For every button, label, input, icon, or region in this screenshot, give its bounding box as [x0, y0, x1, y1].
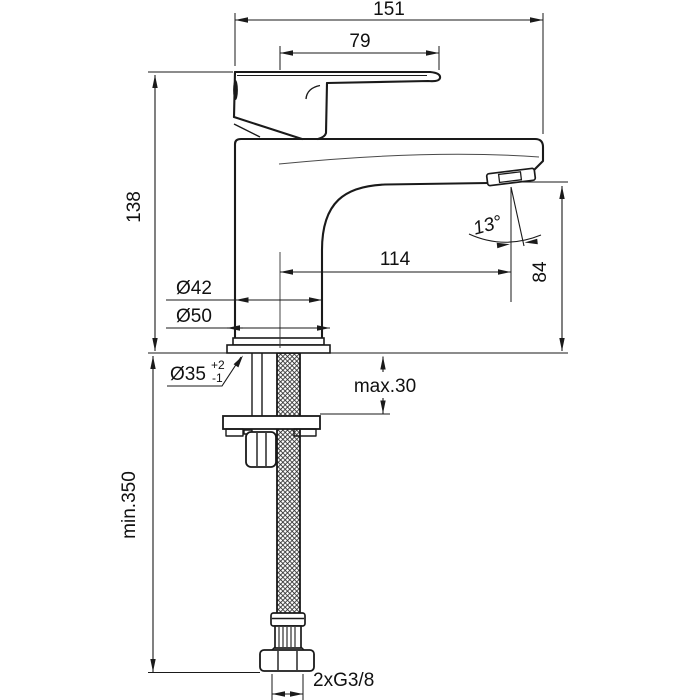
- dim-label-114: 114: [380, 249, 411, 270]
- leader-arrow: [233, 355, 243, 368]
- dim-label-d50: Ø50: [176, 306, 212, 327]
- dimension-outlet-angle: 13°: [468, 186, 542, 249]
- threaded-stud: [251, 353, 263, 416]
- dim-label-min350: min.350: [119, 471, 140, 539]
- dimension-spout-projection: 114: [279, 187, 512, 348]
- dim-label-13deg: 13°: [471, 212, 505, 240]
- dim-label-tolerance-plus: +2: [211, 358, 225, 372]
- dim-label-79: 79: [349, 31, 370, 52]
- hose-hex-nut: [259, 649, 315, 672]
- supply-hose: [276, 352, 301, 615]
- dim-label-max30: max.30: [354, 376, 416, 397]
- dim-label-151: 151: [373, 0, 405, 20]
- hose-end-fitting: [259, 612, 315, 672]
- dim-label-tolerance-minus: -1: [212, 371, 223, 385]
- dim-label-84: 84: [530, 261, 551, 283]
- dimension-total-width: 151: [234, 0, 544, 134]
- faucet-body: [233, 137, 545, 350]
- dimension-lever-length: 79: [279, 31, 440, 70]
- bracket-left-tab: [225, 428, 244, 437]
- body-outline: [233, 137, 545, 350]
- angle-leg-line: [510, 186, 525, 247]
- spout-underside: [320, 181, 491, 341]
- dimension-hose-length: min.350: [119, 356, 260, 673]
- dimension-hole-diameter: Ø35 +2 -1: [167, 355, 243, 387]
- dim-label-g38: 2xG3/8: [313, 670, 374, 691]
- lever-tip: [325, 70, 442, 85]
- dim-label-138: 138: [124, 191, 145, 223]
- hose-collar: [270, 612, 306, 627]
- bracket-right-tab: [293, 428, 317, 437]
- dim-label-d35: Ø35: [170, 364, 206, 385]
- dimension-deck-thickness: max.30: [320, 356, 416, 415]
- dimension-height: 138: [124, 71, 233, 351]
- base-plate: [226, 337, 331, 354]
- dimension-connection-thread: 2xG3/8: [271, 670, 374, 700]
- hose-braid: [276, 352, 301, 615]
- lever-end-shadow: [233, 80, 238, 100]
- dim-label-d42: Ø42: [176, 278, 212, 299]
- spout-aerator: [485, 167, 537, 187]
- handle-neck: [316, 81, 329, 141]
- angle-arc: [468, 233, 542, 243]
- leader-line: [167, 356, 242, 387]
- neck-detail-arc: [305, 84, 321, 100]
- dimension-body-diameter: Ø42: [166, 278, 322, 303]
- mounting-nut: [245, 431, 277, 468]
- dimension-outlet-height: 84: [521, 181, 568, 351]
- angle-arrow: [524, 238, 538, 245]
- dimension-base-diameter: Ø50: [166, 306, 330, 331]
- body-reflection-line: [278, 153, 540, 165]
- angle-arrow: [496, 242, 510, 249]
- cartridge-dome-slope: [232, 115, 304, 141]
- faucet-handle: [232, 70, 442, 141]
